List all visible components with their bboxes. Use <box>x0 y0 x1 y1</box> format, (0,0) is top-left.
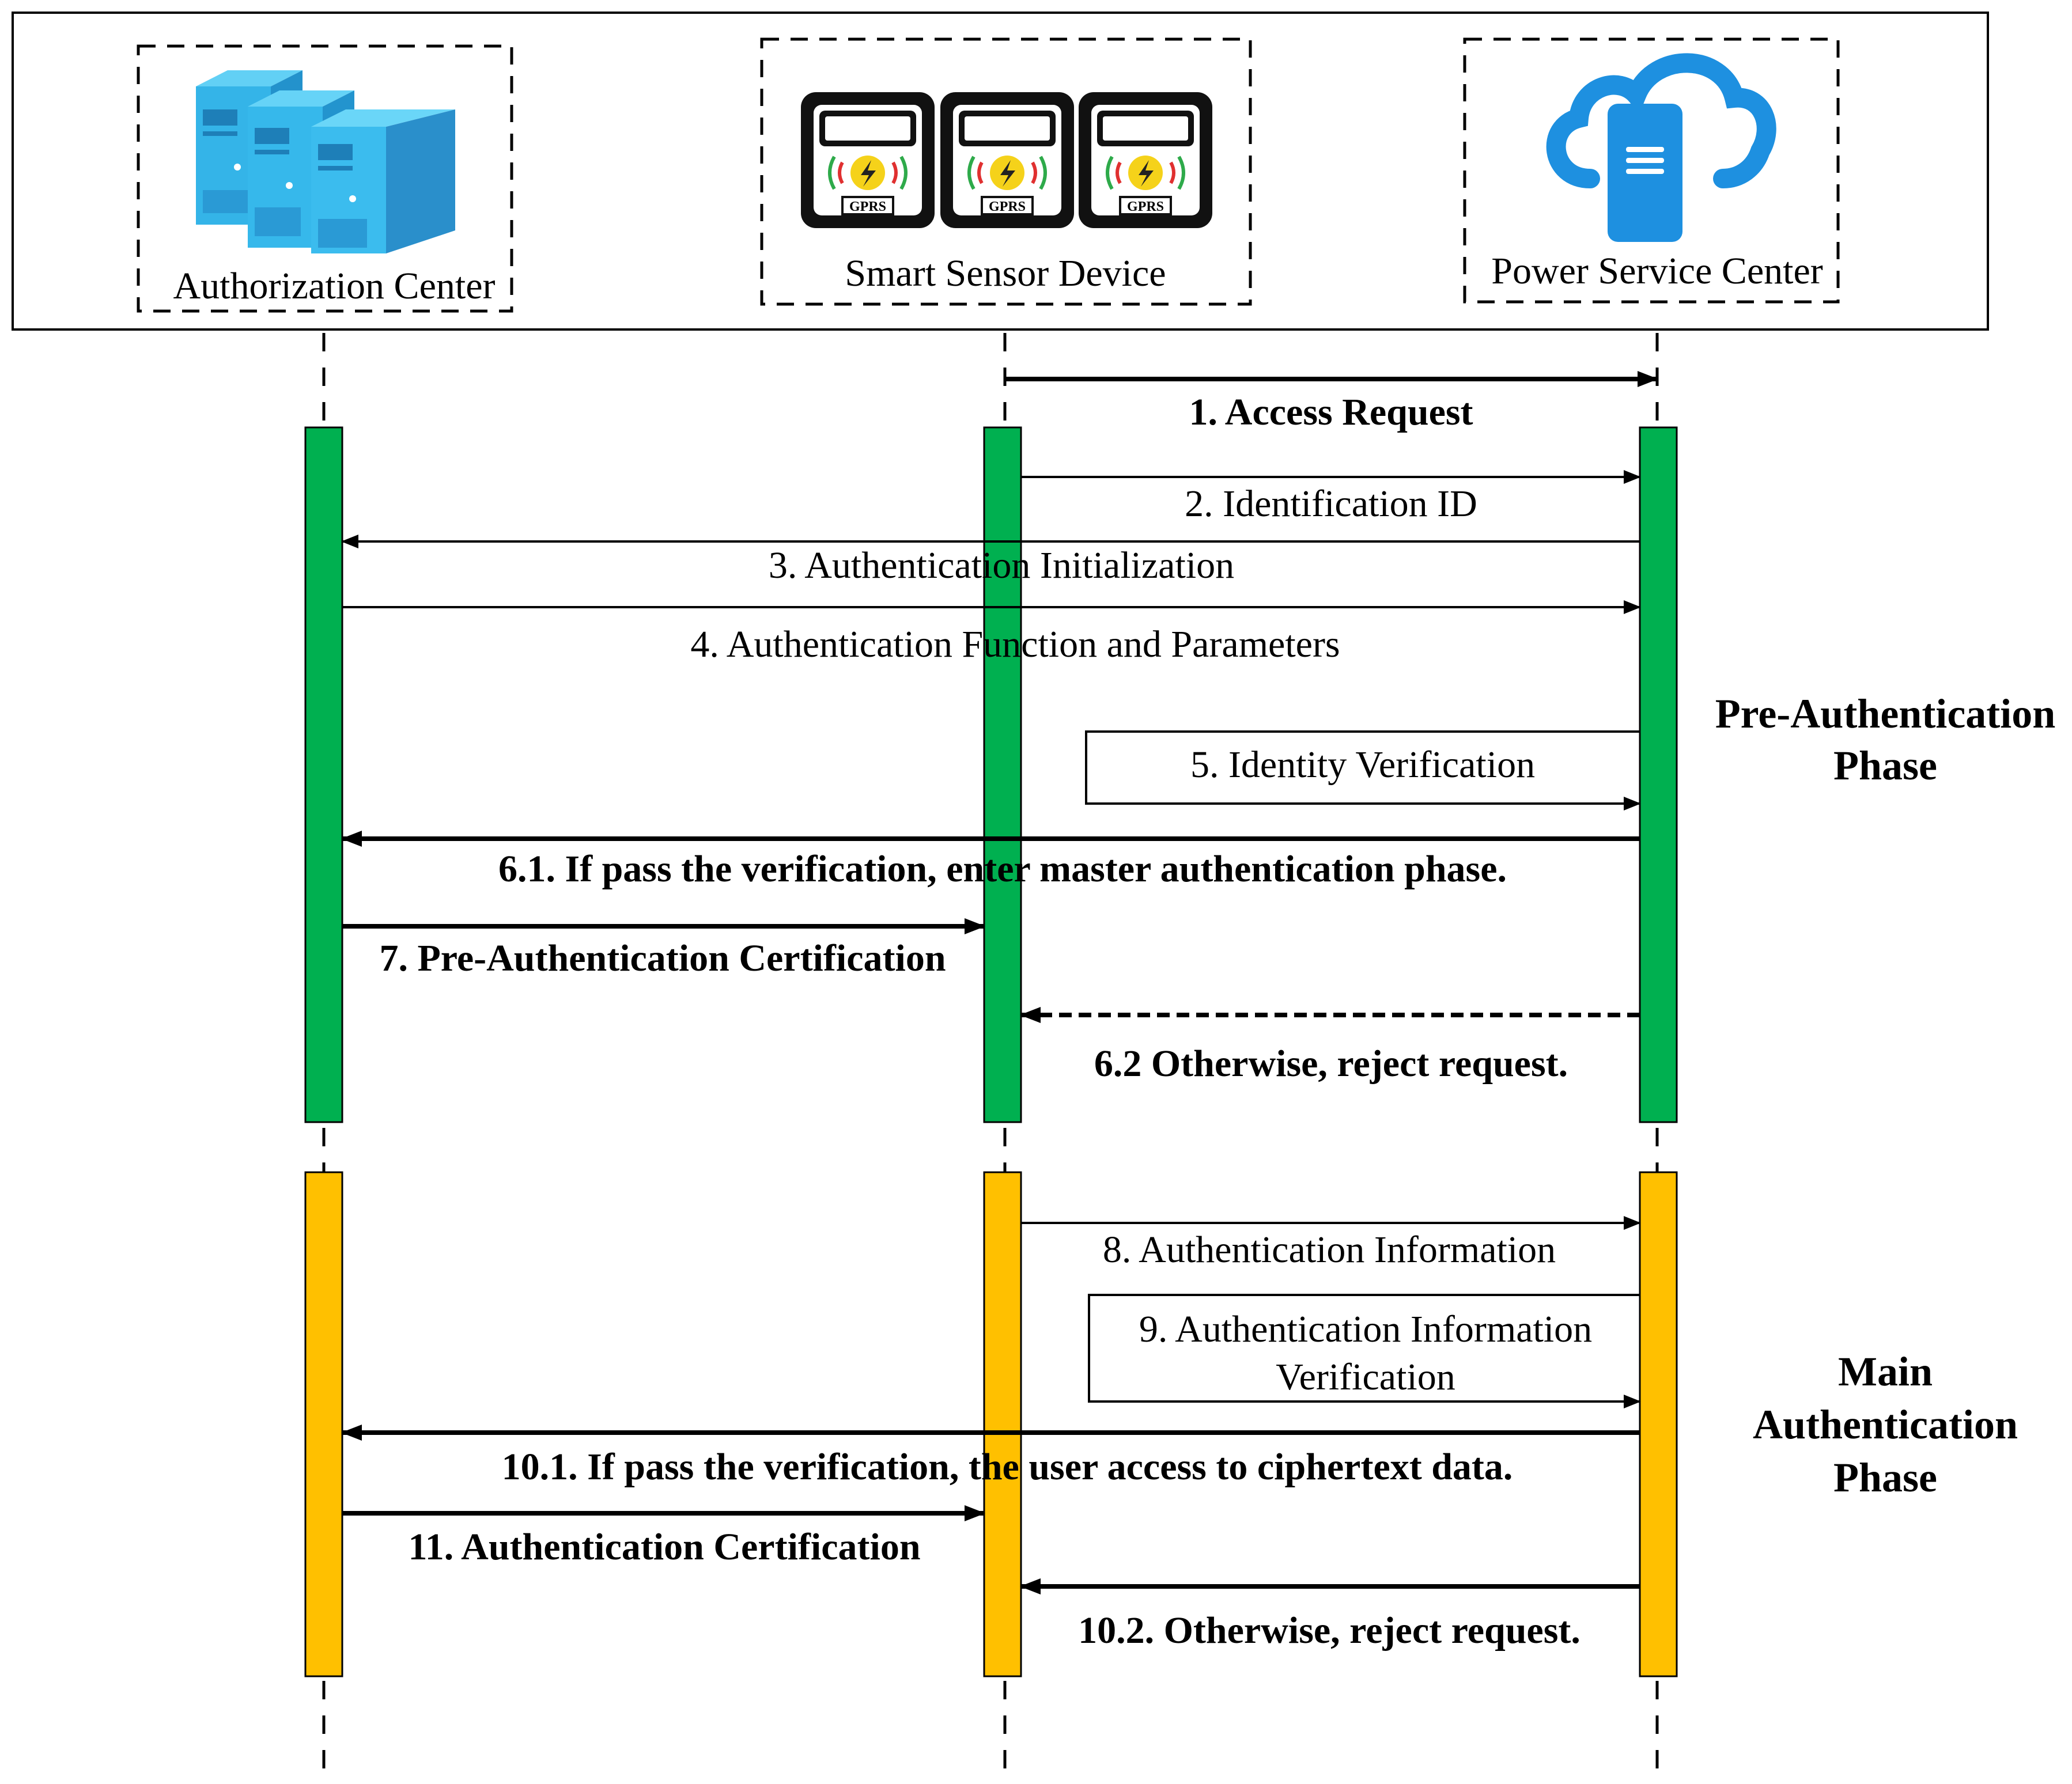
message-label-11: 11. Authentication Certification <box>408 1526 920 1568</box>
message-label-6-2: 6.2 Otherwise, reject request. <box>1094 1043 1568 1085</box>
actor-power-service-center: Power Service Center <box>1463 37 1840 304</box>
meter-badge: GPRS <box>989 199 1026 214</box>
actor-authorization-center: Authorization Center <box>137 44 513 313</box>
actor-label: Smart Sensor Device <box>845 252 1166 294</box>
message-label-6-1: 6.1. If pass the verification, enter mas… <box>498 848 1507 890</box>
message-label-4: 4. Authentication Function and Parameter… <box>690 623 1340 665</box>
smart-meter-icon: GPRS GPRS <box>801 92 1212 228</box>
phase-label-pre-line1: Pre-Authentication <box>1715 691 2056 737</box>
message-label-2: 2. Identification ID <box>1185 483 1477 525</box>
activation-bar <box>983 426 1022 1123</box>
phase-label-main-line1: Main <box>1838 1349 1933 1395</box>
message-label-8: 8. Authentication Information <box>1103 1229 1556 1271</box>
pre-authentication-bars <box>304 426 1678 1123</box>
phase-label-pre-line2: Phase <box>1833 743 1937 789</box>
actor-label: Authorization Center <box>173 265 495 307</box>
activation-bar <box>304 1171 343 1677</box>
meter-badge: GPRS <box>1127 199 1164 214</box>
message-label-10-1: 10.1. If pass the verification, the user… <box>502 1446 1513 1488</box>
activation-bar <box>983 1171 1022 1677</box>
phase-label-main-line2: Authentication <box>1753 1402 2018 1448</box>
message-label-7: 7. Pre-Authentication Certification <box>379 937 946 979</box>
header-frame <box>12 12 1989 331</box>
activation-bar <box>1639 1171 1678 1677</box>
actor-label: Power Service Center <box>1491 250 1823 292</box>
activation-bar <box>1639 426 1678 1123</box>
message-arrow-9 <box>1088 1294 1641 1408</box>
actor-box <box>760 37 1252 306</box>
cloud-server-icon <box>1546 53 1776 242</box>
messages <box>341 371 1658 1594</box>
main-authentication-bars <box>304 1171 1678 1677</box>
message-label-5: 5. Identity Verification <box>1190 744 1535 786</box>
actor-smart-sensor-device: GPRS GPRS <box>760 37 1252 306</box>
message-label-3: 3. Authentication Initialization <box>769 544 1234 586</box>
actor-box <box>1463 37 1840 304</box>
message-label-1: 1. Access Request <box>1189 391 1473 433</box>
message-label-9-line2: Verification <box>1276 1356 1455 1398</box>
server-rack-icon <box>196 70 455 253</box>
message-label-9: 9. Authentication Information <box>1139 1308 1592 1350</box>
phase-label-main-line3: Phase <box>1833 1455 1937 1501</box>
actor-box <box>137 44 513 313</box>
message-labels: 1. Access Request 2. Identification ID 3… <box>379 391 1592 1652</box>
message-label-10-2: 10.2. Otherwise, reject request. <box>1078 1609 1581 1652</box>
activation-bar <box>304 426 343 1123</box>
phase-labels: Pre-Authentication Phase Main Authentica… <box>1715 691 2056 1501</box>
meter-badge: GPRS <box>849 199 886 214</box>
message-arrow-5 <box>1085 730 1641 810</box>
